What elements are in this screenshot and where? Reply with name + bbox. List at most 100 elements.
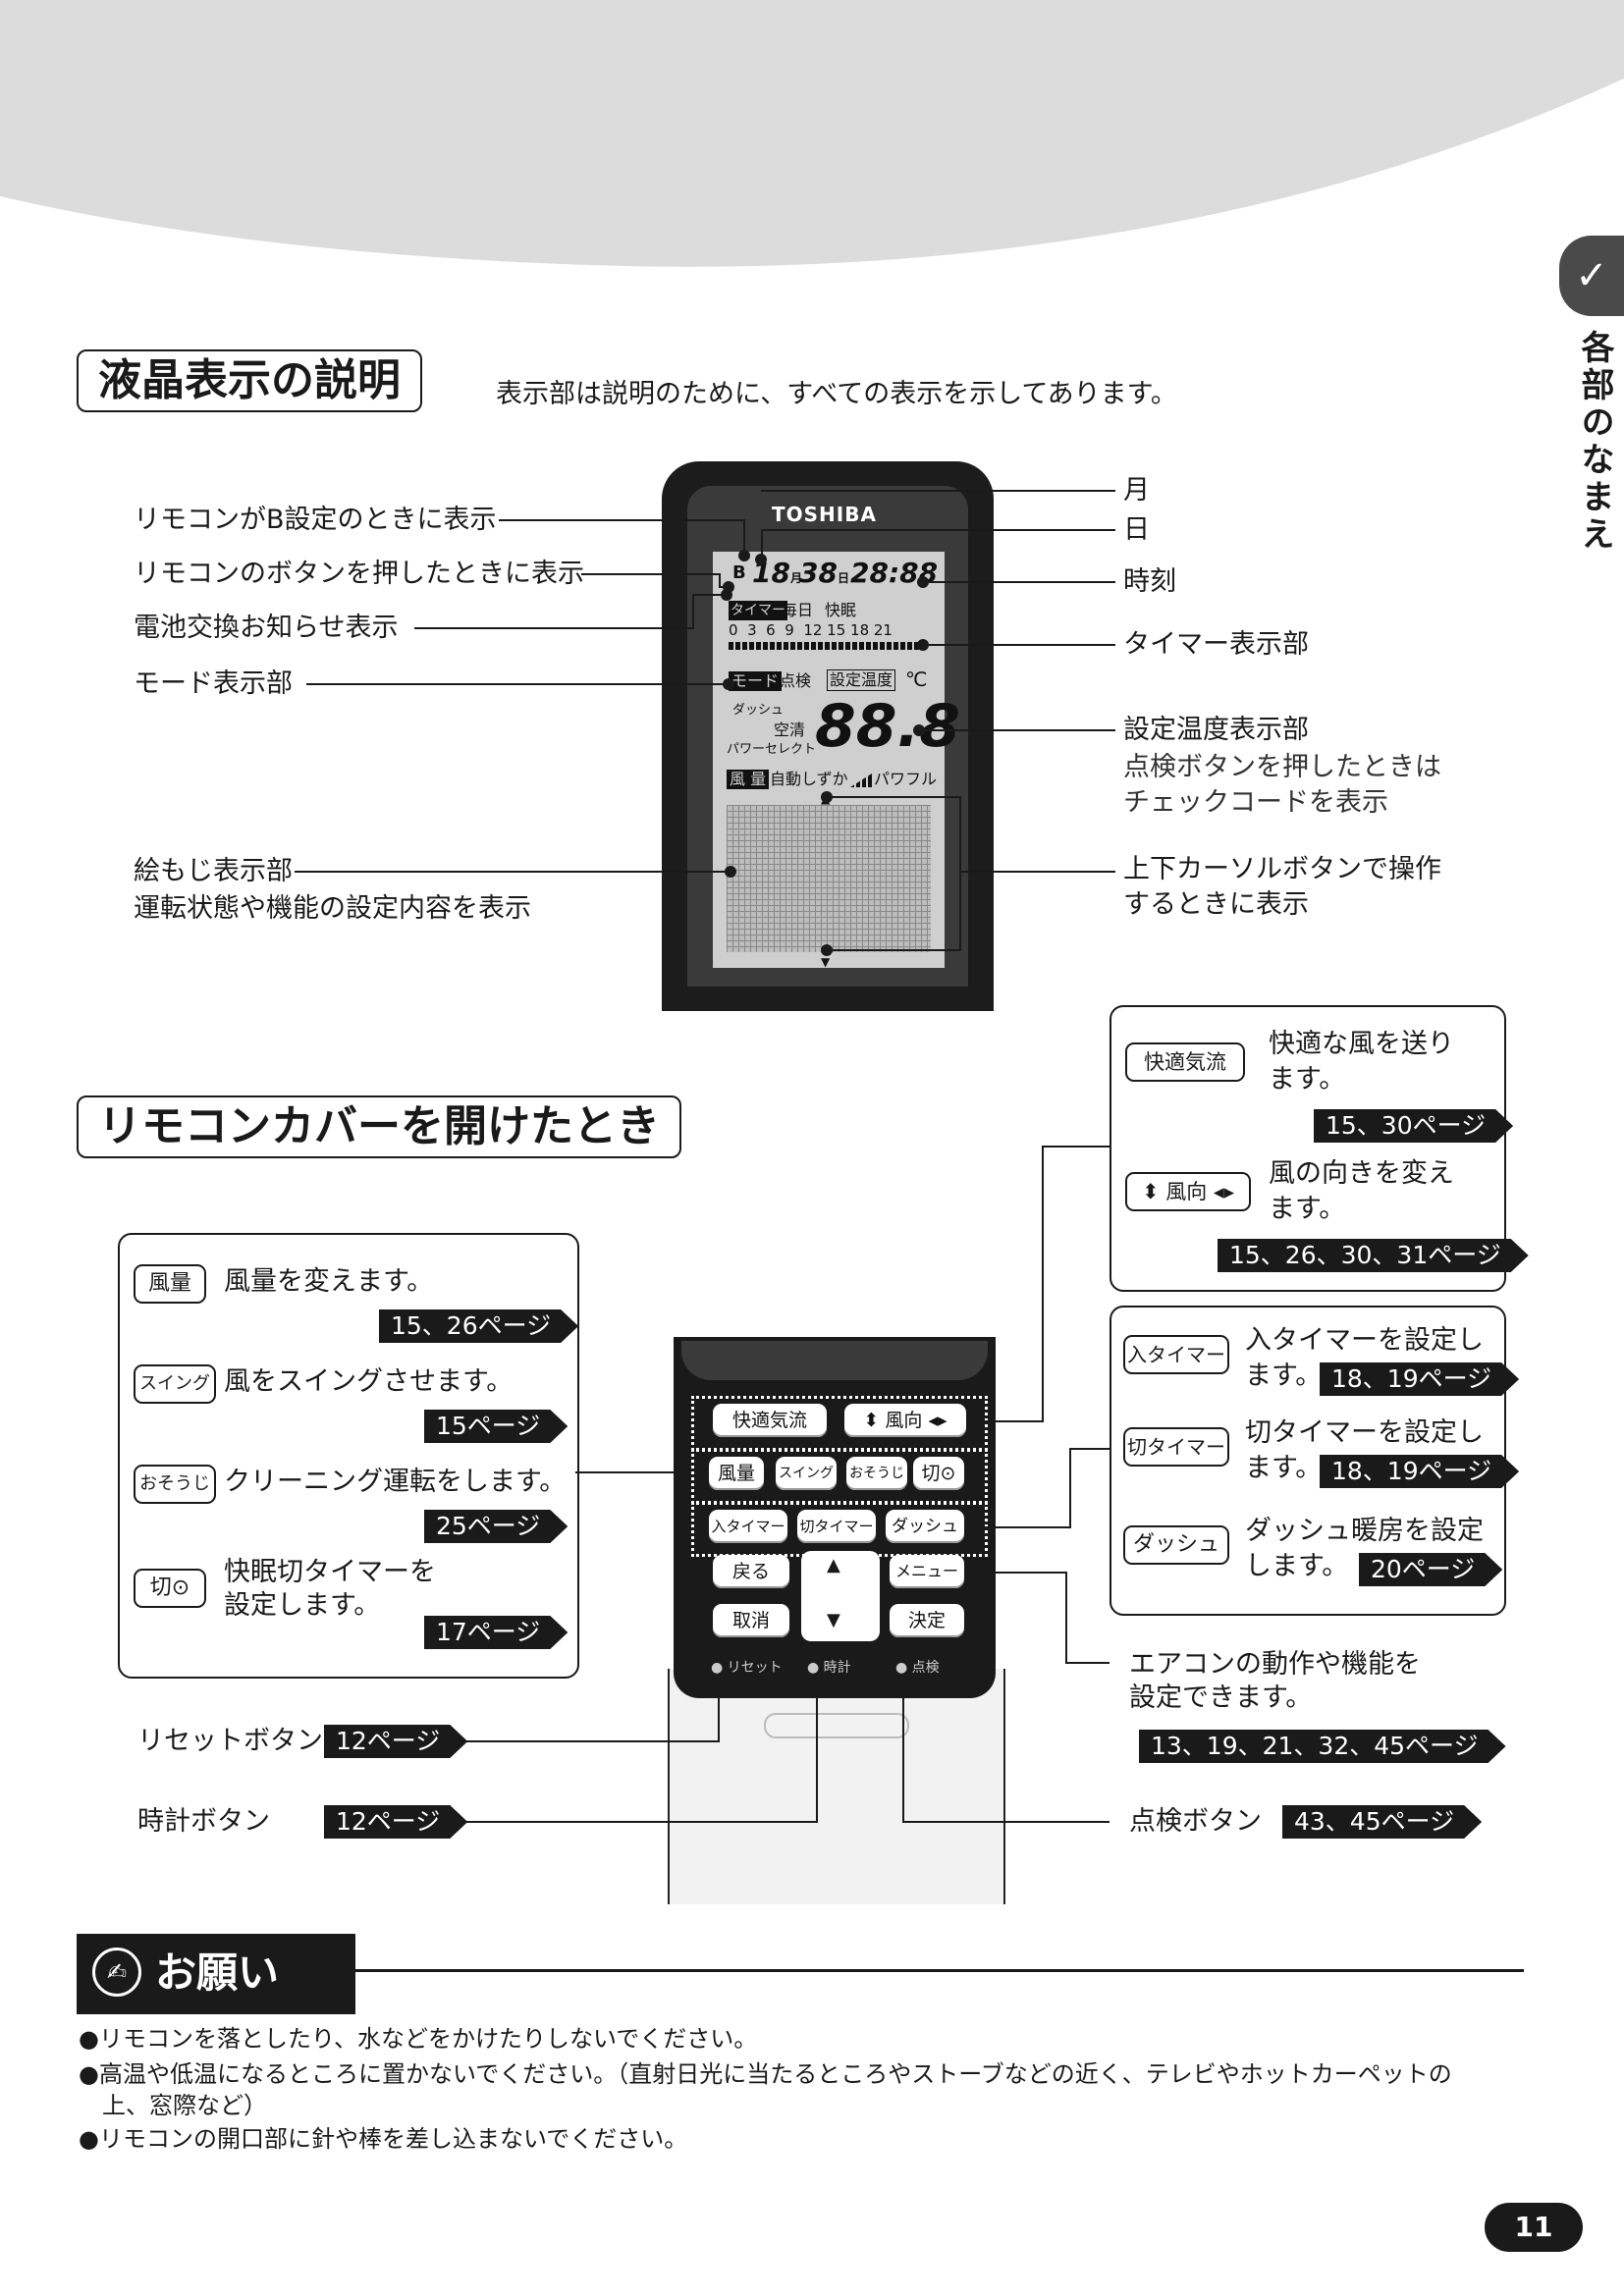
left-callout-box: 風量 風量を変えます。 15、26ページ スイング 風をスイングさせます。 15… <box>118 1233 579 1679</box>
menu-ref: 13、19、21、32、45ページ <box>1139 1730 1506 1763</box>
notice-item-1: ●リモコンを落としたり、水などをかけたりしないでください。 <box>79 2025 758 2053</box>
cancel-button[interactable]: 取消 <box>713 1604 789 1637</box>
check-ref: 43、45ページ <box>1282 1805 1482 1839</box>
clock-label: 時計ボタン <box>137 1806 270 1837</box>
reset-label: リセットボタン <box>137 1726 323 1756</box>
label-timer: タイマー表示部 <box>1123 629 1309 660</box>
dash-ref: 20ページ <box>1359 1553 1502 1586</box>
wind-direction-button[interactable]: ⬍ 風向 ◂▸ <box>844 1404 966 1437</box>
off-timer-desc2: ます。 <box>1245 1453 1323 1483</box>
lcd-leader-lines <box>295 490 1115 956</box>
lcd-screen: B 18月 38日 28:88 タイマー 毎日 快眠 0 3 6 9 12 15… <box>713 552 960 969</box>
swing-pill: スイング <box>134 1364 216 1404</box>
label-b-setting: リモコンがB設定のときに表示 <box>134 505 497 535</box>
lcd-timer-tag: タイマー <box>729 601 787 620</box>
lcd-b-mark: B <box>732 562 746 583</box>
lcd-dash: ダッシュ <box>732 703 785 718</box>
label-day: 日 <box>1123 514 1150 545</box>
off-timer-ref: 18、19ページ <box>1320 1455 1519 1488</box>
dash-desc2: します。 <box>1245 1551 1349 1581</box>
comfort-airflow-desc2: ます。 <box>1269 1064 1346 1095</box>
brand-logo: TOSHIBA <box>772 503 877 526</box>
sleep-off-desc1: 快眠切タイマーを <box>224 1557 436 1587</box>
sleep-off-ref: 17ページ <box>424 1616 568 1649</box>
label-cursor1: 上下カーソルボタンで操作 <box>1123 854 1441 884</box>
sleep-off-button[interactable]: 切⊙ <box>913 1457 964 1490</box>
swing-ref: 15ページ <box>424 1410 568 1443</box>
ok-button[interactable]: 決定 <box>890 1604 964 1637</box>
lcd-power-select: パワーセレクト <box>727 742 817 757</box>
clock-button[interactable]: ● 時計 <box>807 1660 851 1676</box>
wind-direction-desc2: ます。 <box>1269 1194 1346 1224</box>
cursor-pad <box>801 1551 880 1641</box>
lcd-daily: 毎日 <box>782 601 814 619</box>
clean-pill: おそうじ <box>134 1465 216 1504</box>
comfort-airflow-ref: 15、30ページ <box>1314 1109 1513 1143</box>
on-timer-button[interactable]: 入タイマー <box>709 1510 787 1543</box>
notice-header: ✍ お願い <box>77 1934 355 2014</box>
swing-button[interactable]: スイング <box>776 1457 837 1490</box>
fan-speed-ref: 15、26ページ <box>379 1309 578 1343</box>
off-timer-pill: 切タイマー <box>1123 1427 1229 1467</box>
label-pictogram-sub: 運転状態や機能の設定内容を表示 <box>134 893 531 924</box>
dash-desc1: ダッシュ暖房を設定 <box>1245 1516 1484 1546</box>
lcd-check: 点検 <box>780 671 812 690</box>
back-button[interactable]: 戻る <box>713 1555 789 1588</box>
lcd-temp-value: 88.8 <box>815 692 961 761</box>
notice-item-2: ●高温や低温になるところに置かないでください。（直射日光に当たるところやストーブ… <box>79 2060 1452 2088</box>
lcd-fan-tag: 風 量 <box>727 770 770 789</box>
cover-leader-lines <box>458 1146 1110 1823</box>
lcd-mode-tag: モード <box>729 671 783 691</box>
sleep-off-desc2: 設定します。 <box>224 1590 381 1621</box>
lcd-down-arrow: ▼ <box>821 955 831 969</box>
lcd-sleep: 快眠 <box>825 601 857 619</box>
section-subtitle-lcd: 表示部は説明のために、すべての表示を示してあります。 <box>496 379 1177 409</box>
cursor-up-button[interactable]: ▲ <box>827 1555 840 1575</box>
notice-item-3: 上、窓際など） <box>79 2092 267 2119</box>
off-timer-button[interactable]: 切タイマー <box>797 1510 876 1543</box>
comfort-airflow-button[interactable]: 快適気流 <box>713 1404 827 1437</box>
check-label: 点検ボタン <box>1129 1806 1262 1837</box>
on-timer-pill: 入タイマー <box>1123 1335 1229 1374</box>
label-month: 月 <box>1123 475 1150 506</box>
notice-title: お願い <box>155 1949 280 1997</box>
reset-button[interactable]: ● リセット <box>711 1660 783 1676</box>
menu-desc1: エアコンの動作や機能を <box>1129 1649 1421 1680</box>
wind-direction-ref: 15、26、30、31ページ <box>1218 1239 1529 1272</box>
cursor-down-button[interactable]: ▼ <box>827 1610 840 1630</box>
lcd-hours: 0 3 6 9 12 15 18 21 <box>729 621 893 639</box>
swing-desc: 風をスイングさせます。 <box>224 1366 514 1397</box>
remote-slot <box>764 1713 909 1738</box>
label-temp-sub2: チェックコードを表示 <box>1123 787 1388 818</box>
page-number: 11 <box>1485 2203 1583 2252</box>
remote-top-edge <box>681 1341 988 1380</box>
reset-ref: 12ページ <box>324 1725 467 1758</box>
off-timer-desc1: 切タイマーを設定し <box>1245 1417 1484 1448</box>
fan-speed-desc: 風量を変えます。 <box>224 1266 434 1297</box>
lcd-fan-modes: 自動しずか <box>770 770 848 788</box>
lcd-day: 38日 <box>799 557 849 589</box>
right-top-callout-box: 快適気流 快適な風を送り ます。 15、30ページ ⬍ 風向 ◂▸ 風の向きを変… <box>1110 1005 1506 1292</box>
comfort-airflow-desc1: 快適な風を送り <box>1269 1029 1454 1059</box>
label-button-pressed: リモコンのボタンを押したときに表示 <box>134 559 584 589</box>
comfort-airflow-pill: 快適気流 <box>1125 1042 1245 1082</box>
fan-speed-button[interactable]: 風量 <box>709 1457 764 1490</box>
label-mode: モード表示部 <box>134 668 293 699</box>
on-timer-desc1: 入タイマーを設定し <box>1245 1325 1484 1356</box>
notice-rule <box>355 1969 1524 1972</box>
label-battery: 電池交換お知らせ表示 <box>134 613 399 643</box>
side-tab-label: 各部のなまえ <box>1575 330 1614 554</box>
check-icon: ✓ <box>1559 236 1624 316</box>
clean-desc: クリーニング運転をします。 <box>224 1467 567 1497</box>
section-title-lcd: 液晶表示の説明 <box>77 349 422 412</box>
label-temp-sub1: 点検ボタンを押したときは <box>1123 752 1441 782</box>
notice-icon: ✍ <box>92 1948 141 1997</box>
lcd-powerful: パワフル <box>874 770 938 788</box>
check-button[interactable]: ● 点検 <box>895 1660 940 1676</box>
clean-button[interactable]: おそうじ <box>846 1457 907 1490</box>
dash-button[interactable]: ダッシュ <box>886 1510 964 1543</box>
lcd-clean: 空清 <box>774 721 806 739</box>
lcd-set-temp: 設定温度 <box>827 669 896 691</box>
menu-button[interactable]: メニュー <box>890 1555 964 1588</box>
lcd-celsius: ℃ <box>905 667 928 691</box>
